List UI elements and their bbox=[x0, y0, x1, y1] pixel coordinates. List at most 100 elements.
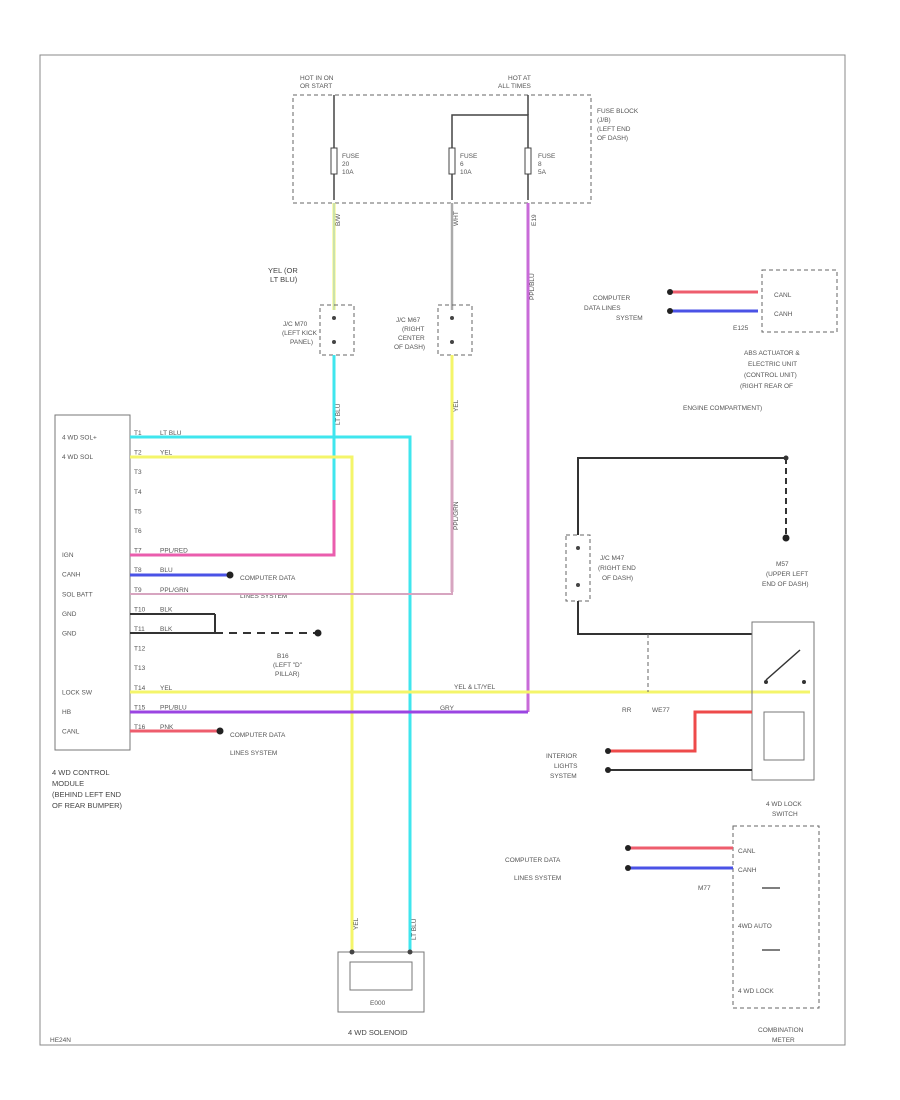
module-pin-wire: PPL/GRN bbox=[160, 587, 189, 594]
meter-pin-canl: CANL bbox=[738, 848, 756, 855]
module-pin-number: T5 bbox=[134, 508, 142, 515]
module-pin-number: T12 bbox=[134, 646, 146, 653]
module-pin-number: T2 bbox=[134, 450, 142, 457]
module-pin-label: HB bbox=[62, 709, 71, 716]
ground-b16-l1: B16 bbox=[277, 653, 289, 660]
module-pin-number: T6 bbox=[134, 528, 142, 535]
module-canl-data-1: COMPUTER DATA bbox=[230, 732, 286, 739]
diagram-id: HE24N bbox=[50, 1037, 71, 1044]
wire-pplgrn-label: PPL/GRN bbox=[453, 501, 460, 530]
module-pin-number: T13 bbox=[134, 665, 146, 672]
fuse-8-symbol bbox=[524, 147, 532, 175]
module-computer-data-line1: COMPUTER DATA bbox=[240, 575, 296, 582]
solenoid: E000 4 WD SOLENOID bbox=[337, 949, 425, 1037]
module-pin-label: CANL bbox=[62, 729, 80, 736]
interior-lights-3: SYSTEM bbox=[550, 773, 577, 780]
interior-lights-2: LIGHTS bbox=[554, 763, 578, 770]
lock-switch-name-1: 4 WD LOCK bbox=[766, 801, 802, 808]
abs-name-5: ENGINE COMPARTMENT) bbox=[683, 405, 762, 412]
meter-data-2: LINES SYSTEM bbox=[514, 875, 561, 882]
canl-terminal bbox=[216, 727, 224, 735]
lock-switch: 4 WD LOCK SWITCH bbox=[751, 621, 815, 818]
module-pin-label: LOCK SW bbox=[62, 689, 93, 696]
ground-b16-symbol bbox=[314, 629, 322, 637]
wire-pplred-ign bbox=[130, 500, 336, 557]
fuse-8-l3: 5A bbox=[538, 169, 547, 176]
abs-actuator: CANL CANH E125 COMPUTER DATA LINES SYSTE… bbox=[584, 269, 838, 412]
lock-switch-lamp bbox=[763, 711, 805, 761]
splice-left-kick: J/C M70 (LEFT KICK PANEL) bbox=[282, 304, 355, 356]
abs-box bbox=[761, 269, 838, 333]
fuse-6-l1: FUSE bbox=[460, 153, 478, 160]
module-pin-number: T4 bbox=[134, 489, 142, 496]
module-pin-number: T1 bbox=[134, 430, 142, 437]
abs-name-3: (CONTROL UNIT) bbox=[744, 372, 797, 379]
solenoid-inner-label: E000 bbox=[370, 1000, 386, 1007]
splice-right-center: J/C M67 (RIGHT CENTER OF DASH) bbox=[394, 304, 473, 356]
splice-right-end-dot1 bbox=[576, 546, 580, 550]
module-pin-wire: BLK bbox=[160, 626, 173, 633]
wire-ltblu-solplus bbox=[130, 435, 412, 952]
module-pin-number: T10 bbox=[134, 606, 146, 613]
splice-left-kick-l1: J/C M70 bbox=[283, 321, 308, 328]
lock-switch-contact-pt bbox=[802, 680, 806, 684]
module-pin-wire: BLK bbox=[160, 606, 173, 613]
canh-terminal bbox=[226, 571, 234, 579]
meter-box bbox=[732, 825, 820, 1009]
splice-right-center-box bbox=[437, 304, 473, 356]
meter-name-1: COMBINATION bbox=[758, 1027, 804, 1034]
splice-right-center-dot1 bbox=[450, 316, 454, 320]
fuse-20-l3: 10A bbox=[342, 169, 354, 176]
abs-data-3: SYSTEM bbox=[616, 315, 643, 322]
fuse-6-l2: 6 bbox=[460, 161, 464, 168]
splice-right-center-l3: CENTER bbox=[398, 335, 425, 342]
splice-right-end-dot2 bbox=[576, 583, 580, 587]
lock-switch-pivot bbox=[764, 680, 768, 684]
splice-right-end-box bbox=[565, 534, 591, 602]
fuse-6-symbol bbox=[448, 147, 456, 175]
lock-switch-box bbox=[751, 621, 815, 781]
module-canl-data-2: LINES SYSTEM bbox=[230, 750, 277, 757]
module-pin-number: T9 bbox=[134, 587, 142, 594]
fuse-block-label-4: OF DASH) bbox=[597, 135, 628, 142]
ground-m57-l2: (UPPER LEFT bbox=[766, 571, 808, 578]
control-module-name-3: (BEHIND LEFT END bbox=[52, 790, 122, 799]
splice-right-end-l2: (RIGHT END bbox=[598, 565, 636, 572]
module-pin-label: SOL BATT bbox=[62, 591, 93, 598]
splice-left-kick-l2: (LEFT KICK bbox=[282, 330, 318, 337]
meter-canh-terminal bbox=[625, 865, 631, 871]
module-pin-label: IGN bbox=[62, 552, 74, 559]
diagram-frame bbox=[39, 54, 846, 1046]
module-pin-wire: PNK bbox=[160, 724, 174, 731]
control-module-box bbox=[54, 414, 131, 751]
meter-data-1: COMPUTER DATA bbox=[505, 857, 561, 864]
meter-canl-terminal bbox=[625, 845, 631, 851]
module-pin-number: T11 bbox=[134, 626, 145, 633]
module-pin-number: T14 bbox=[134, 685, 146, 692]
control-module-name-1: 4 WD CONTROL bbox=[52, 768, 110, 777]
fuse-block: HOT IN ON OR START HOT AT ALL TIMES FUSE… bbox=[292, 75, 639, 226]
fuse-block-label-2: (J/B) bbox=[597, 117, 611, 124]
wire-yel-sol bbox=[130, 455, 354, 952]
fuse-20-l1: FUSE bbox=[342, 153, 360, 160]
hot-run-start-line2: OR START bbox=[300, 83, 332, 90]
interior-terminal-1 bbox=[605, 748, 611, 754]
abs-name-1: ABS ACTUATOR & bbox=[744, 350, 800, 357]
meter-item-lock: 4 WD LOCK bbox=[738, 988, 774, 995]
abs-data-1: COMPUTER bbox=[593, 295, 631, 302]
splice-left-kick-dot1 bbox=[332, 316, 336, 320]
wire-label-yel-ltblu-1: YEL (OR bbox=[268, 266, 298, 275]
ground-m57-symbol bbox=[782, 534, 790, 542]
fuse-20-l2: 20 bbox=[342, 161, 350, 168]
lock-switch-contact bbox=[765, 649, 801, 681]
module-pin-wire: BLU bbox=[160, 567, 173, 574]
wire-blk-top bbox=[577, 457, 786, 535]
wire-yel-sol-label: YEL bbox=[353, 917, 360, 930]
splice-right-end-l3: OF DASH) bbox=[602, 575, 633, 582]
module-pin-wire: PPL/BLU bbox=[160, 704, 187, 711]
meter-item-auto: 4WD AUTO bbox=[738, 923, 772, 930]
module-pin-number: T16 bbox=[134, 724, 146, 731]
lock-switch-name-2: SWITCH bbox=[772, 811, 798, 818]
abs-name-2: ELECTRIC UNIT bbox=[748, 361, 797, 368]
